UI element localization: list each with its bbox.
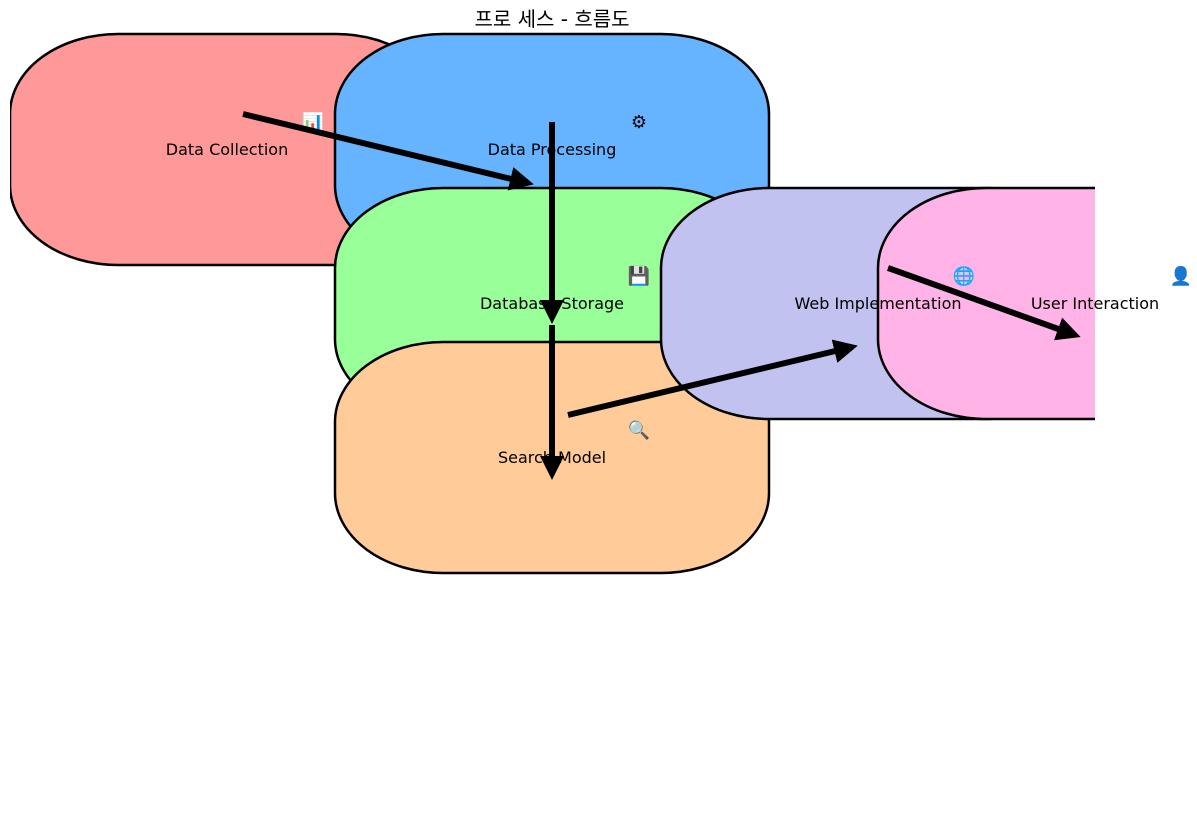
arrow-search-to-web [567,339,858,418]
gear-icon: ⚙ [631,112,647,133]
node-boxes [10,32,1095,575]
globe-icon: 🌐 [953,265,975,287]
node-label-web-implementation: Web Implementation [794,294,961,313]
user-icon: 👤 [1170,265,1192,287]
search-icon: 🔍 [628,418,650,441]
node-icons: 📊 ⚙ 💾 🔍 🌐 👤 [302,111,1192,441]
disk-icon: 💾 [628,265,650,287]
arrow-web-to-user [886,265,1081,341]
flow-arrows [242,111,1081,480]
arrow-collection-to-processing [242,111,534,191]
diagram-title: 프로 세스 - 흐름도 [474,7,629,31]
node-label-data-collection: Data Collection [166,140,288,159]
node-label-user-interaction: User Interaction [1031,294,1159,313]
